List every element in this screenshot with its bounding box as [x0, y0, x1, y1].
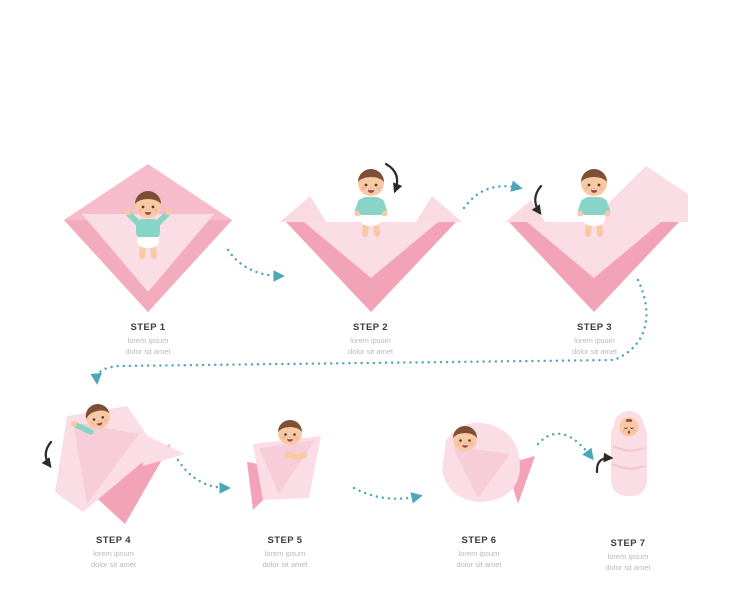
step-1-illustration [64, 164, 232, 312]
fold-left-arrow-icon [531, 184, 543, 216]
step-2-description: lorem ipsum dolor sit amet [278, 336, 463, 357]
step-1: STEP 1 lorem ipsum dolor sit amet [58, 162, 238, 362]
step-5-description: lorem ipsum dolor sit amet [226, 549, 344, 570]
baby-mostly-swaddled [452, 426, 477, 451]
step-1-label: STEP 1 [130, 322, 166, 333]
baby-wrapped-diagonal [70, 401, 113, 435]
step-6-illustration [441, 422, 535, 504]
step-7-description: lorem ipsum dolor sit amet [580, 552, 676, 573]
step-7-illustration [595, 411, 647, 496]
step-3-label: STEP 3 [577, 322, 612, 333]
step-2-label: STEP 2 [353, 322, 388, 333]
step-6: STEP 6 lorem ipsum dolor sit amet [418, 398, 540, 578]
step-6-desc-line2: dolor sit amet [456, 559, 502, 569]
step-4-desc-line2: dolor sit amet [90, 559, 137, 569]
step-1-desc-line2: dolor sit amet [125, 346, 171, 356]
baby-partially-swaddled [278, 420, 307, 460]
step-7-label: STEP 7 [610, 538, 646, 549]
step-4-description: lorem ipsum dolor sit amet [36, 549, 191, 570]
step-4-desc-line1: lorem ipsum [93, 549, 134, 558]
fold-down-arrow-icon [384, 162, 402, 194]
blanket-wrap-tighter [247, 436, 321, 510]
connector-arrow-5-6 [352, 486, 423, 504]
step-5: STEP 5 lorem ipsum dolor sit amet [226, 398, 344, 578]
step-1-desc-line1: lorem ipsum [127, 336, 169, 345]
step-7-desc-line2: dolor sit amet [605, 562, 651, 572]
step-7-desc-line1: lorem ipsum [607, 552, 649, 561]
step-3-desc-line2: dolor sit amet [571, 346, 618, 356]
step-6-desc-line1: lorem ipsum [458, 549, 500, 558]
step-1-description: lorem ipsum dolor sit amet [58, 336, 238, 357]
step-3: STEP 3 lorem ipsum dolor sit amet [501, 160, 688, 360]
step-2-illustration [279, 162, 462, 312]
step-4-illustration [41, 401, 185, 524]
step-3-desc-line1: lorem ipsum [574, 336, 615, 345]
step-2: STEP 2 lorem ipsum dolor sit amet [278, 160, 463, 360]
baby-sleeping-swaddled [618, 416, 640, 438]
step-5-label: STEP 5 [267, 535, 303, 546]
step-4: STEP 4 lorem ipsum dolor sit amet [36, 392, 191, 577]
blanket-wrap-first-side [54, 406, 185, 524]
step-2-desc-line1: lorem ipsum [350, 336, 391, 345]
step-7: STEP 7 lorem ipsum dolor sit amet [580, 398, 676, 580]
step-2-desc-line2: dolor sit amet [347, 346, 394, 356]
blanket-top-folded [279, 196, 462, 312]
swaddle-bundle [611, 411, 647, 496]
step-3-description: lorem ipsum dolor sit amet [501, 336, 688, 357]
step-5-illustration [247, 420, 321, 510]
step-6-description: lorem ipsum dolor sit amet [418, 549, 540, 570]
step-6-label: STEP 6 [461, 535, 497, 546]
fold-arrow-icon [41, 440, 52, 468]
step-3-illustration [505, 166, 688, 312]
blanket-side-fold [505, 166, 688, 312]
tuck-arrow-icon [595, 452, 614, 474]
step-4-label: STEP 4 [96, 535, 131, 546]
step-5-desc-line1: lorem ipsum [264, 549, 306, 558]
step-5-desc-line2: dolor sit amet [262, 559, 308, 569]
